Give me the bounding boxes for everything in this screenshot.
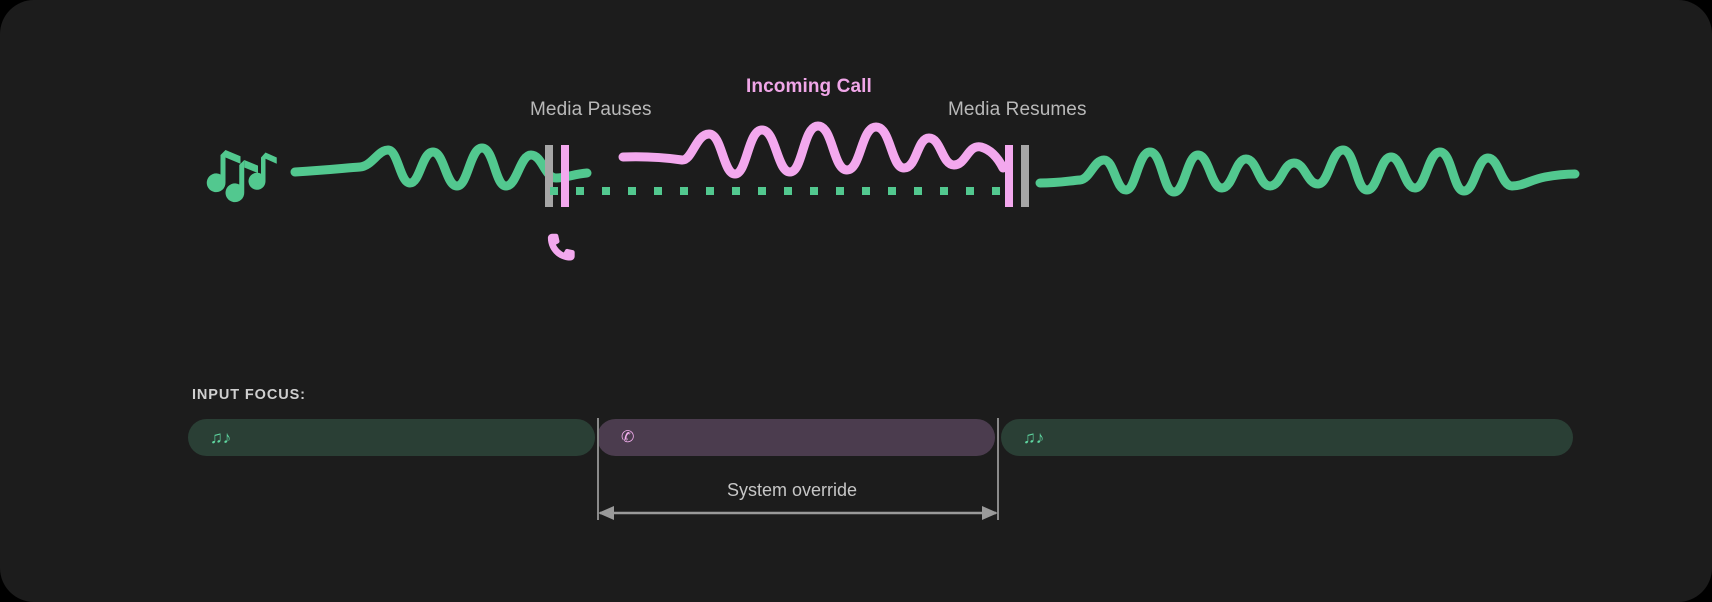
- label-media-resumes: Media Resumes: [948, 99, 1087, 120]
- music-notes-icon: ♫♪: [210, 428, 232, 447]
- phone-handset-icon: [547, 233, 575, 261]
- label-media-pauses: Media Pauses: [530, 99, 652, 120]
- pause-marker-gray-bar: [545, 145, 553, 207]
- waveform-incoming-call: [618, 121, 1008, 179]
- pause-marker-pink-bar: [561, 145, 569, 207]
- waveform-media-left: [290, 143, 592, 191]
- music-notes-icon: ♫♪: [1023, 428, 1045, 447]
- focus-segment-media-left[interactable]: ♫♪: [188, 419, 595, 456]
- input-focus-title: INPUT FOCUS:: [192, 387, 306, 403]
- resume-marker-pink-bar: [1005, 145, 1013, 207]
- music-notes-icon: [206, 150, 277, 203]
- override-arrowhead-right: [982, 506, 998, 520]
- focus-segment-call[interactable]: ✆: [597, 419, 995, 456]
- waveform-media-right: [1035, 145, 1580, 197]
- system-override-bracket: [597, 418, 999, 520]
- focus-segment-media-right[interactable]: ♫♪: [1001, 419, 1573, 456]
- waveform-stage: [206, 121, 1580, 261]
- phone-handset-icon: ✆: [621, 428, 635, 446]
- resume-marker-gray-bar: [1021, 145, 1029, 207]
- label-system-override: System override: [727, 480, 858, 500]
- override-arrowhead-left: [598, 506, 614, 520]
- label-incoming-call: Incoming Call: [746, 76, 872, 97]
